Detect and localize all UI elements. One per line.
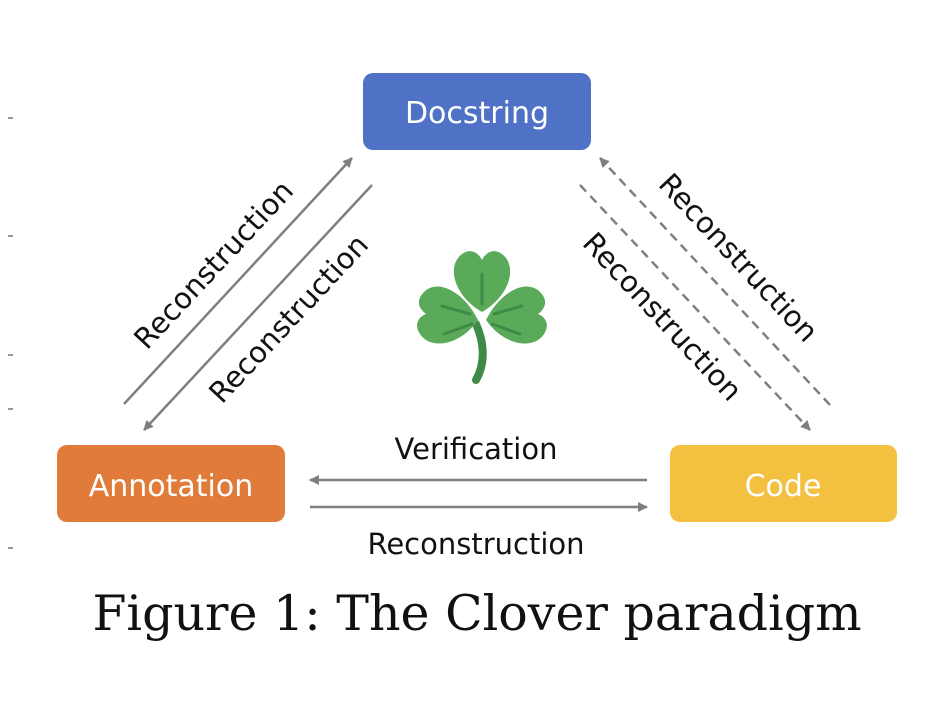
shamrock-icon	[417, 251, 547, 384]
node-code-label: Code	[745, 469, 822, 504]
edge-label-verification: Verification	[395, 432, 558, 466]
arrow-annotation-to-docstring	[123, 157, 353, 405]
node-annotation-label: Annotation	[89, 469, 254, 504]
node-docstring: Docstring	[363, 73, 591, 150]
arrow-docstring-to-code	[579, 184, 811, 431]
node-code-box	[670, 445, 897, 522]
node-docstring-box	[363, 73, 591, 150]
arrow-code-to-docstring	[599, 157, 831, 406]
node-docstring-label: Docstring	[405, 96, 549, 131]
edge-label-bottom-reconstruction: Reconstruction	[367, 527, 584, 561]
node-code: Code	[670, 445, 897, 522]
node-annotation: Annotation	[57, 445, 285, 522]
figure-caption: Figure 1: The Clover paradigm	[92, 585, 861, 642]
arrow-docstring-to-annotation	[143, 184, 373, 431]
node-annotation-box	[57, 445, 285, 522]
